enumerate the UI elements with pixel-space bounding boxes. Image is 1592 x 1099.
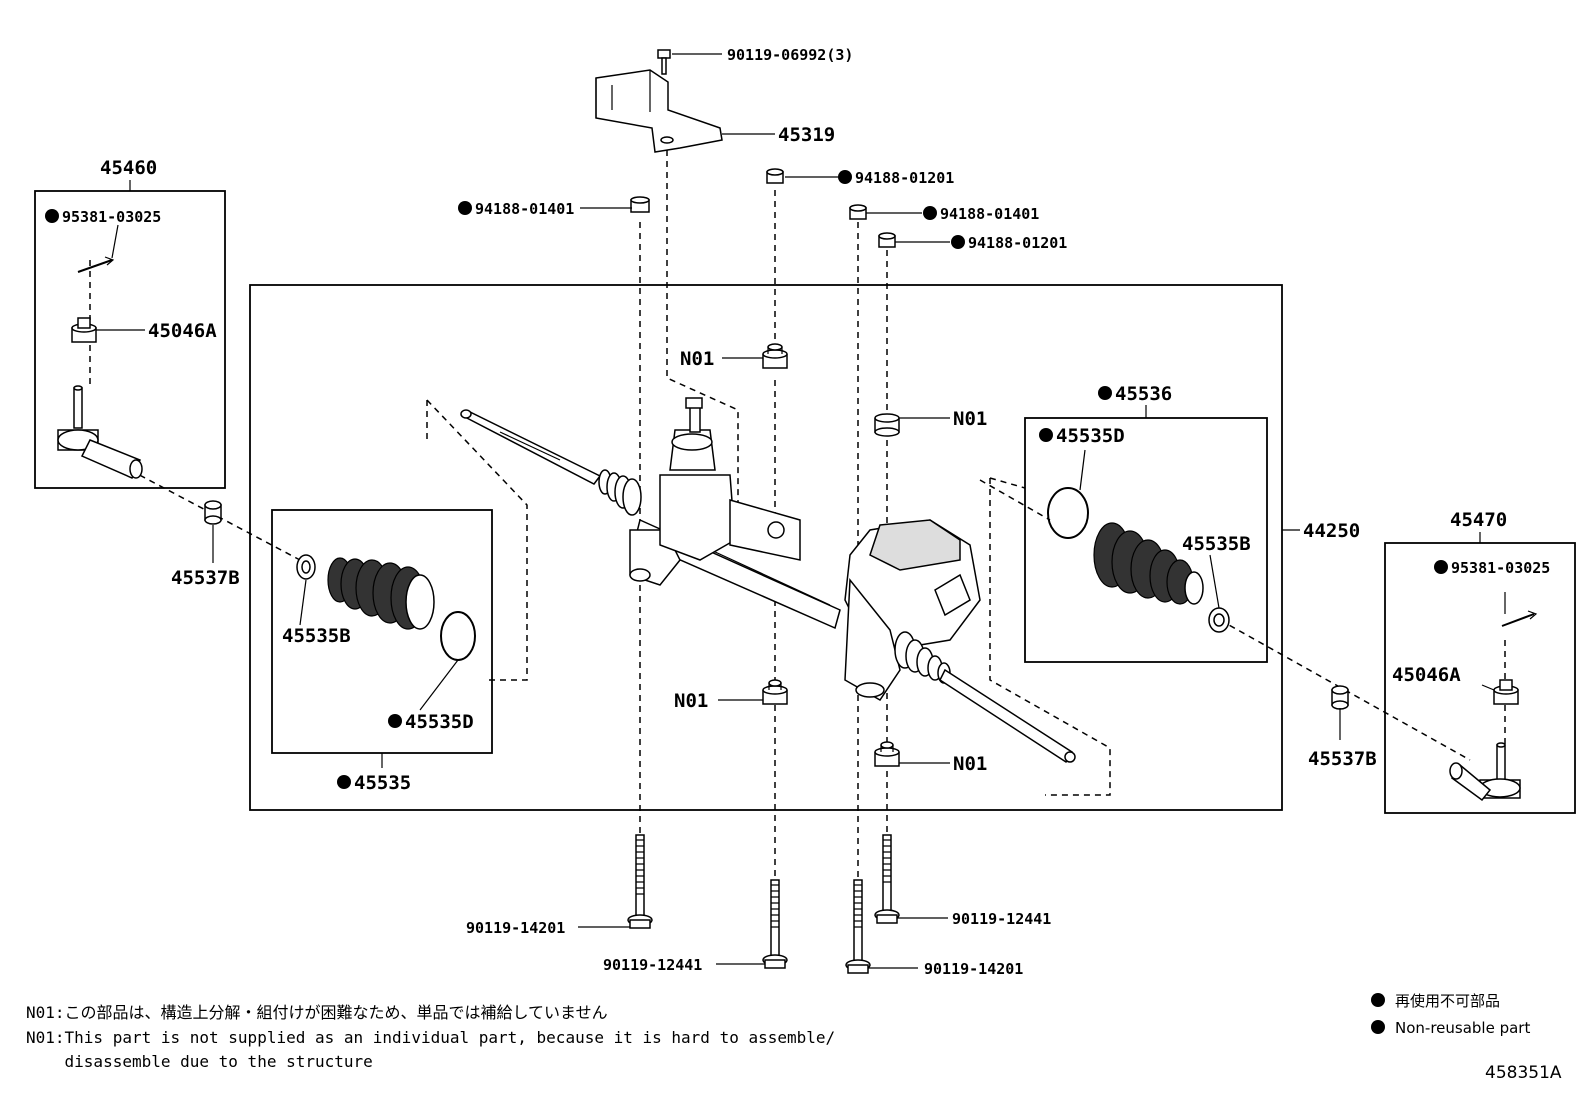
non-reusable-mark <box>1098 386 1112 400</box>
diagram-code: 458351A <box>1485 1063 1562 1083</box>
note-en-2: disassemble due to the structure <box>26 1052 373 1071</box>
bushing-left-icon <box>204 500 222 525</box>
non-reusable-mark <box>951 235 965 249</box>
tie-rod-end-left-icon <box>57 385 143 479</box>
boot-left-icon <box>327 557 435 630</box>
nut-right-mid-icon <box>849 204 867 220</box>
label-boot-kit-left[interactable]: 45535 <box>354 772 411 794</box>
boot-left-band-icon <box>440 611 476 661</box>
gear-assembly-box <box>249 284 1283 811</box>
label-n01-top[interactable]: N01 <box>680 348 714 370</box>
label-nut-left-top[interactable]: 94188-01401 <box>475 200 574 218</box>
label-bracket[interactable]: 45319 <box>778 124 835 146</box>
boot-left-clamp-icon <box>296 554 316 580</box>
non-reusable-mark <box>388 714 402 728</box>
nut-left-top-icon <box>630 196 650 213</box>
non-reusable-mark <box>923 206 937 220</box>
label-nut-right-mid[interactable]: 94188-01401 <box>940 205 1039 223</box>
label-tie-rod-right-assy[interactable]: 45470 <box>1450 509 1507 531</box>
bolt-top-icon <box>657 49 671 75</box>
non-reusable-mark <box>45 209 59 223</box>
steering-gear-icon <box>460 397 1076 764</box>
label-castle-nut-left[interactable]: 45046A <box>148 320 217 342</box>
label-castle-nut-right[interactable]: 45046A <box>1392 664 1461 686</box>
nut-right-top-icon <box>766 168 784 184</box>
label-boot-left-band[interactable]: 45535D <box>405 711 474 733</box>
tie-rod-end-right-icon <box>1449 742 1521 802</box>
legend-en: Non-reusable part <box>1395 1019 1530 1037</box>
non-reusable-mark <box>1039 428 1053 442</box>
label-nut-right-low[interactable]: 94188-01201 <box>968 234 1067 252</box>
label-n01-right[interactable]: N01 <box>953 408 987 430</box>
label-bolt-3[interactable]: 90119-12441 <box>952 910 1051 928</box>
non-reusable-mark <box>838 170 852 184</box>
label-boot-kit-right[interactable]: 45536 <box>1115 383 1172 405</box>
n01-bottom-icon <box>762 679 788 705</box>
non-reusable-mark <box>337 775 351 789</box>
non-reusable-mark <box>458 201 472 215</box>
label-n01-bottom[interactable]: N01 <box>674 690 708 712</box>
bracket-icon <box>595 69 723 153</box>
boot-right-band-icon <box>1047 487 1089 539</box>
label-bushing-right[interactable]: 45537B <box>1308 748 1377 770</box>
label-boot-right-band[interactable]: 45535D <box>1056 425 1125 447</box>
note-jp: N01:この部品は、構造上分解・組付けが困難なため、単品では補給していません <box>26 1003 608 1022</box>
n01-right-icon <box>874 413 900 437</box>
bolt-2-icon <box>762 879 788 969</box>
label-n01-bottom-right[interactable]: N01 <box>953 753 987 775</box>
label-nut-right-top[interactable]: 94188-01201 <box>855 169 954 187</box>
cotter-pin-right-icon <box>1501 610 1538 627</box>
bolt-3-icon <box>874 834 900 924</box>
note-en-1: N01:This part is not supplied as an indi… <box>26 1028 835 1047</box>
label-bolt-top[interactable]: 90119-06992(3) <box>727 46 853 64</box>
label-bolt-1[interactable]: 90119-14201 <box>466 919 565 937</box>
legend-dot <box>1371 1020 1385 1034</box>
label-bolt-4[interactable]: 90119-14201 <box>924 960 1023 978</box>
label-boot-left-clamp[interactable]: 45535B <box>282 625 351 647</box>
legend-jp: 再使用不可部品 <box>1395 992 1500 1010</box>
label-cotter-left[interactable]: 95381-03025 <box>62 208 161 226</box>
boot-right-clamp-icon <box>1208 607 1230 633</box>
bolt-1-icon <box>627 834 653 929</box>
n01-bottom-right-icon <box>874 741 900 767</box>
label-bolt-2[interactable]: 90119-12441 <box>603 956 702 974</box>
nut-right-low-icon <box>878 232 896 248</box>
cotter-pin-left-icon <box>77 256 115 273</box>
castle-nut-left-icon <box>71 317 97 343</box>
legend-dot <box>1371 993 1385 1007</box>
label-cotter-right[interactable]: 95381-03025 <box>1451 559 1550 577</box>
n01-top-icon <box>762 343 788 369</box>
non-reusable-mark <box>1434 560 1448 574</box>
label-tie-rod-left-assy[interactable]: 45460 <box>100 157 157 179</box>
label-gear-assy[interactable]: 44250 <box>1303 520 1360 542</box>
boot-right-icon <box>1093 522 1204 605</box>
label-bushing-left[interactable]: 45537B <box>171 567 240 589</box>
bolt-4-icon <box>845 879 871 974</box>
castle-nut-right-icon <box>1493 679 1519 705</box>
bushing-right-icon <box>1331 685 1349 710</box>
label-boot-right-clamp[interactable]: 45535B <box>1182 533 1251 555</box>
